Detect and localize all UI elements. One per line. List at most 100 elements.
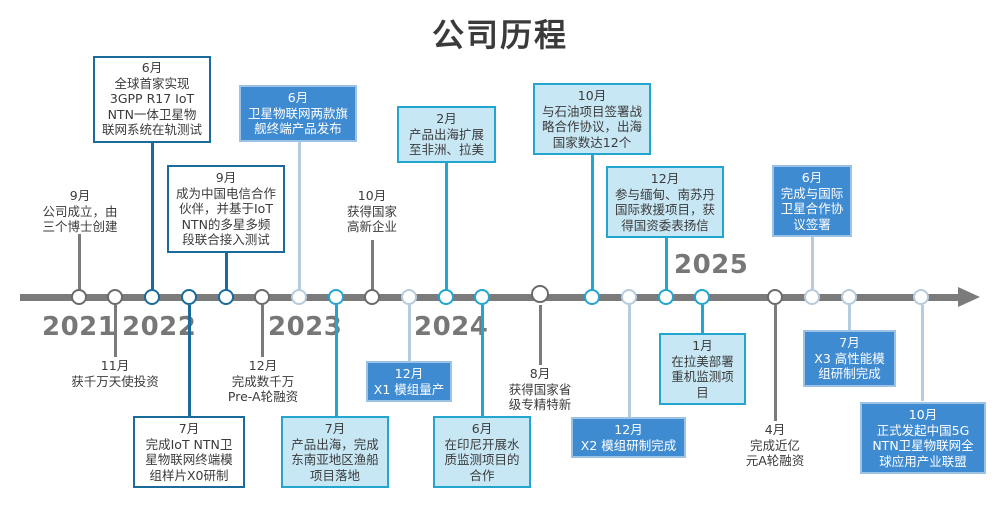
year-label-2022: 2022 [122,312,197,342]
event-text: 卫星物联网两款旗 [247,105,348,121]
year-label-2025: 2025 [674,250,749,280]
event-text: 组样片X0研制 [149,467,229,483]
event-text: 在拉美部署 [671,353,734,369]
event-text: 重机监测项 [671,369,734,384]
stem [445,160,448,292]
stem [114,305,117,357]
timeline-node[interactable] [841,289,857,305]
event-text: 正式发起中国5G [876,422,970,438]
event-month: 7月 [178,421,200,436]
event-text: 星物联网终端模 [145,452,233,467]
event-text: 目 [696,384,709,400]
timeline-node[interactable] [144,289,160,305]
event-text: 项目落地 [309,467,360,483]
event-2024-10: 10月 与石油项目签署战 略合作协议，出海 国家数达12个 [533,83,651,155]
event-month: 9月 [69,188,91,203]
timeline-node[interactable] [438,289,454,305]
event-2024-02: 2月 产品出海扩展 至非洲、拉美 [397,106,496,163]
timeline-node[interactable] [694,289,710,305]
event-text: 全球首家实现 [114,75,190,91]
timeline-arrow-icon [958,287,980,307]
stem [371,240,374,292]
event-text: 获得国家省 [508,381,572,397]
event-2024-06: 6月 在印尼开展水 质监测项目的 合作 [433,416,531,488]
event-month: 12月 [394,366,424,381]
event-2025-01: 1月 在拉美部署 重机监测项 目 [659,333,746,405]
timeline-node[interactable] [181,289,197,305]
stem [665,234,668,292]
timeline-node[interactable] [767,289,783,305]
timeline-node[interactable] [107,289,123,305]
event-month: 6月 [471,421,493,436]
event-text: 段联合接入测试 [182,232,270,247]
event-text: 联网系统在轨测试 [101,122,202,137]
event-month: 12月 [650,171,680,186]
event-month: 7月 [324,421,346,436]
event-text: 产品出海扩展 [408,126,484,142]
event-text: X2 模组研制完成 [580,437,677,453]
timeline-node[interactable] [474,289,490,305]
event-2021-11: 11月 获千万天使投资 [60,358,170,389]
stem [151,103,154,292]
event-month: 9月 [215,170,237,185]
stem [261,305,264,357]
event-text: 质监测项目的 [444,452,520,467]
timeline-node[interactable] [291,289,307,305]
event-2025-06: 6月 完成与国际 卫星合作协 议签署 [772,165,852,237]
timeline-node[interactable] [218,289,234,305]
event-month: 6月 [141,60,163,75]
event-text: 获千万天使投资 [71,373,159,389]
event-month: 10月 [577,88,607,103]
event-2022-12: 12月 完成数千万 Pre-A轮融资 [213,358,313,405]
event-2024-12-x2: 12月 X2 模组研制完成 [571,417,686,458]
year-label-2024: 2024 [414,312,489,342]
event-text: 至非洲、拉美 [408,142,484,157]
timeline-node[interactable] [913,289,929,305]
timeline-node[interactable] [71,289,87,305]
timeline-node[interactable] [584,289,600,305]
event-2025-07: 7月 X3 高性能模 组研制完成 [803,330,896,387]
timeline-node[interactable] [658,289,674,305]
timeline-node[interactable] [621,289,637,305]
event-text: 伙伴，并基于IoT [179,201,273,216]
event-text: 在印尼开展水 [444,436,520,452]
event-2023-06: 6月 卫星物联网两款旗 舰终端产品发布 [239,85,357,142]
stem [539,305,542,365]
timeline-node[interactable] [804,289,820,305]
stem [848,305,851,333]
stem [811,234,814,292]
timeline-node[interactable] [531,285,549,303]
stem [774,305,777,421]
event-2022-07: 7月 完成IoT NTN卫 星物联网终端模 组样片X0研制 [133,416,245,488]
event-2021-09: 9月 公司成立，由 三个博士创建 [30,188,130,235]
event-text: 卫星合作协 [780,201,844,216]
year-label-2023: 2023 [268,312,343,342]
event-2023-10: 10月 获得国家 高新企业 [335,188,409,235]
event-month: 7月 [839,335,860,350]
event-text: 完成IoT NTN卫 [145,436,233,452]
timeline-node[interactable] [364,289,380,305]
event-text: NTN卫星物联网全 [872,438,974,453]
event-text: 球应用产业联盟 [879,453,967,469]
event-month: 2月 [436,111,457,126]
event-text: 国际救援项目，获 [614,202,715,217]
timeline-node[interactable] [401,289,417,305]
event-text: 合作 [469,467,495,483]
stem [591,152,594,292]
event-text: 与石油项目签署战 [541,103,642,119]
timeline-node[interactable] [328,289,344,305]
event-month: 1月 [692,338,713,353]
event-text: 产品出海，完成 [291,436,379,452]
stem [701,305,704,333]
stem [921,305,924,401]
event-month: 8月 [529,366,551,381]
timeline-node[interactable] [254,289,270,305]
event-text: X1 模组量产 [373,381,445,397]
event-month: 4月 [764,422,786,437]
event-2023-07: 7月 产品出海，完成 东南亚地区渔船 项目落地 [281,416,389,488]
event-text: 组研制完成 [818,366,881,381]
event-month: 12月 [614,422,643,437]
stem [335,305,338,417]
event-text: 高新企业 [346,219,397,234]
event-month: 6月 [801,170,823,185]
